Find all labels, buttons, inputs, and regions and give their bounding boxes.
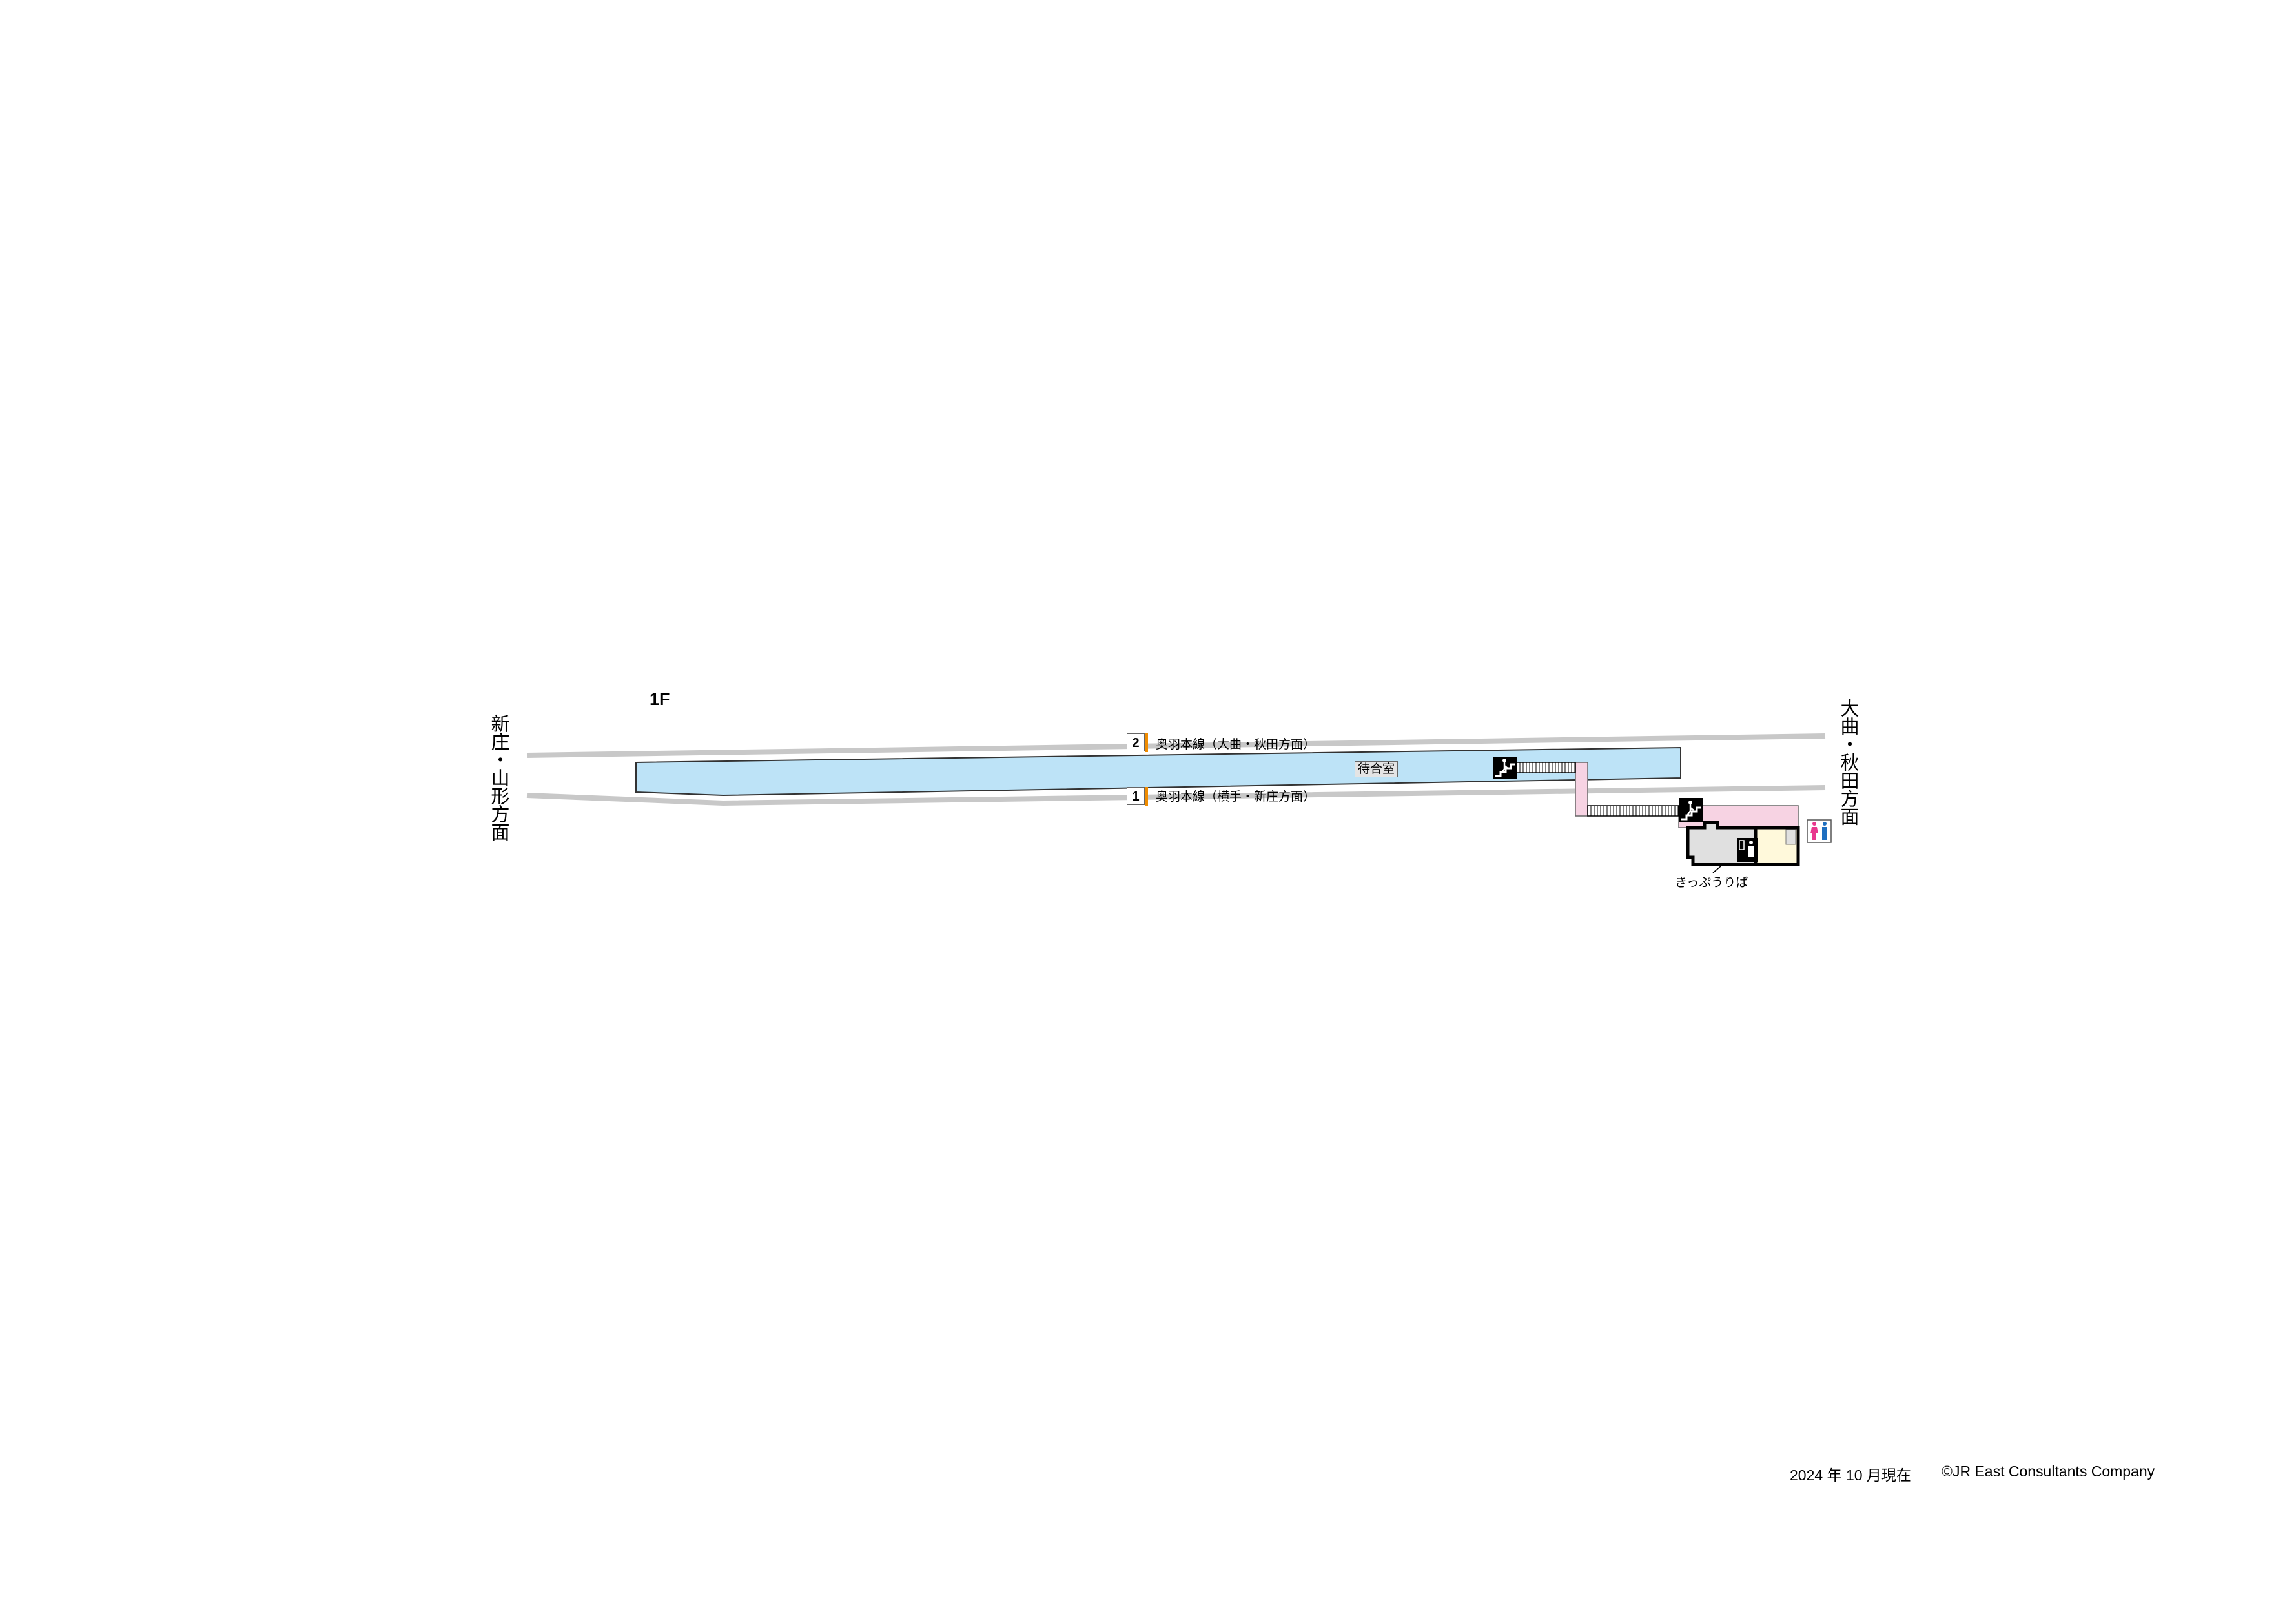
track-1-accent [1145,787,1148,806]
passage-vertical [1575,762,1588,817]
ticket-counter-icon [1737,838,1758,862]
stairs-icon [1679,798,1703,822]
stairs-upper [1516,762,1576,773]
track-2-label: 奥羽本線（大曲・秋田方面） [1156,737,1316,751]
ticket-office-leader [1712,862,1726,873]
platform [635,746,1681,797]
track-2-accent [1145,733,1148,752]
track-2 [526,733,1826,758]
footer-date: 2024 年 10 月現在 [1790,1467,1911,1484]
track-1-label: 奥羽本線（横手・新庄方面） [1156,790,1316,804]
track-1-number: 1 [1127,787,1145,805]
toilet-icon [1807,819,1832,843]
track-2-number: 2 [1127,733,1145,751]
track-1 [526,785,1826,806]
floor-label: 1F [650,689,670,709]
direction-left: 新庄・山形方面 [488,714,510,841]
stairs-icon [1493,757,1517,779]
waiting-room-label: 待合室 [1355,761,1399,777]
direction-right: 大曲・秋田方面 [1838,699,1860,825]
stairs-lower [1587,805,1679,817]
footer-copyright: ©JR East Consultants Company [1942,1463,2155,1480]
ticket-office-label: きっぷうりば [1675,875,1748,890]
